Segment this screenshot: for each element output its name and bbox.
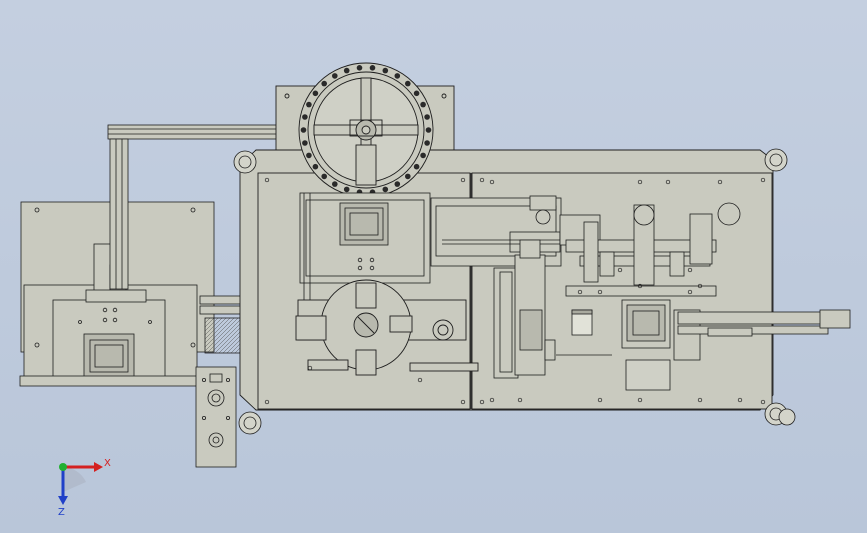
- wheel-pocket: [413, 90, 420, 97]
- bolt-hole: [577, 289, 583, 295]
- wheel-pocket: [332, 73, 338, 79]
- wheel-pocket: [343, 186, 350, 193]
- wheel-pocket: [369, 65, 376, 71]
- bolt-hole: [617, 267, 623, 273]
- upper-station: [299, 192, 431, 320]
- bolt-hole: [597, 289, 603, 295]
- wheel-pocket: [302, 140, 308, 146]
- wheel-pocket: [321, 173, 328, 180]
- bolt-hole: [760, 177, 766, 183]
- vertical-slide[interactable]: [493, 239, 612, 379]
- wheel-pocket: [420, 152, 426, 159]
- wheel-pocket: [405, 173, 411, 180]
- bolt-hole: [517, 397, 523, 403]
- bolt-hole: [264, 399, 270, 405]
- wheel-pocket: [321, 80, 328, 87]
- rotary-table[interactable]: [295, 279, 479, 376]
- bolt-hole: [479, 177, 485, 183]
- z-axis-label: Z: [58, 507, 65, 518]
- y-axis-dot: [59, 463, 67, 471]
- bolt-hole: [479, 399, 485, 405]
- wheel-pocket: [382, 67, 389, 74]
- caster-feet: [233, 148, 796, 435]
- coordinate-triad: X Z: [58, 458, 111, 518]
- wheel-pocket: [420, 101, 426, 108]
- indexing-wheel[interactable]: [298, 62, 434, 198]
- bolt-hole: [597, 397, 603, 403]
- wheel-pocket: [382, 186, 389, 193]
- wheel-pocket: [356, 65, 363, 71]
- wheel-pocket: [424, 140, 430, 146]
- wheel-pocket: [306, 101, 312, 108]
- wheel-pocket: [405, 80, 411, 87]
- wheel-pocket: [302, 114, 308, 120]
- bolt-hole: [697, 283, 703, 289]
- bolt-hole: [264, 177, 270, 183]
- bolt-hole: [637, 397, 643, 403]
- wheel-pockets: [300, 65, 432, 195]
- wheel-pocket: [394, 73, 401, 79]
- left-motor-housing: [83, 333, 135, 379]
- x-axis-label: X: [104, 458, 111, 469]
- wheel-pocket: [425, 127, 432, 133]
- bolt-holes: [264, 177, 766, 405]
- wheel-pocket: [300, 127, 307, 133]
- bolt-hole: [665, 179, 671, 185]
- bolt-hole: [460, 177, 466, 183]
- wheel-pocket: [413, 163, 420, 170]
- wheel-pocket: [394, 181, 401, 187]
- right-station-parts: [571, 299, 851, 391]
- wheel-pocket: [424, 114, 430, 120]
- left-feeder-module: [19, 201, 261, 387]
- bolt-hole: [687, 267, 693, 273]
- bolt-hole: [637, 179, 643, 185]
- bolt-hole: [307, 365, 313, 371]
- wheel-pocket: [312, 90, 319, 97]
- bolt-hole: [460, 399, 466, 405]
- bolt-hole: [489, 179, 495, 185]
- bracket-plate: [195, 366, 237, 468]
- wheel-pocket: [343, 67, 350, 74]
- bolt-hole: [717, 179, 723, 185]
- wheel-pocket: [332, 181, 338, 187]
- wheel-pocket: [306, 152, 312, 159]
- bolt-hole: [417, 377, 423, 383]
- bolt-hole: [687, 289, 693, 295]
- wheel-pocket: [312, 163, 319, 170]
- bolt-hole: [489, 397, 495, 403]
- bolt-hole: [697, 397, 703, 403]
- bolt-hole: [637, 283, 643, 289]
- overhead-rail: [107, 124, 294, 290]
- bolt-hole: [760, 399, 766, 405]
- bolt-hole: [737, 397, 743, 403]
